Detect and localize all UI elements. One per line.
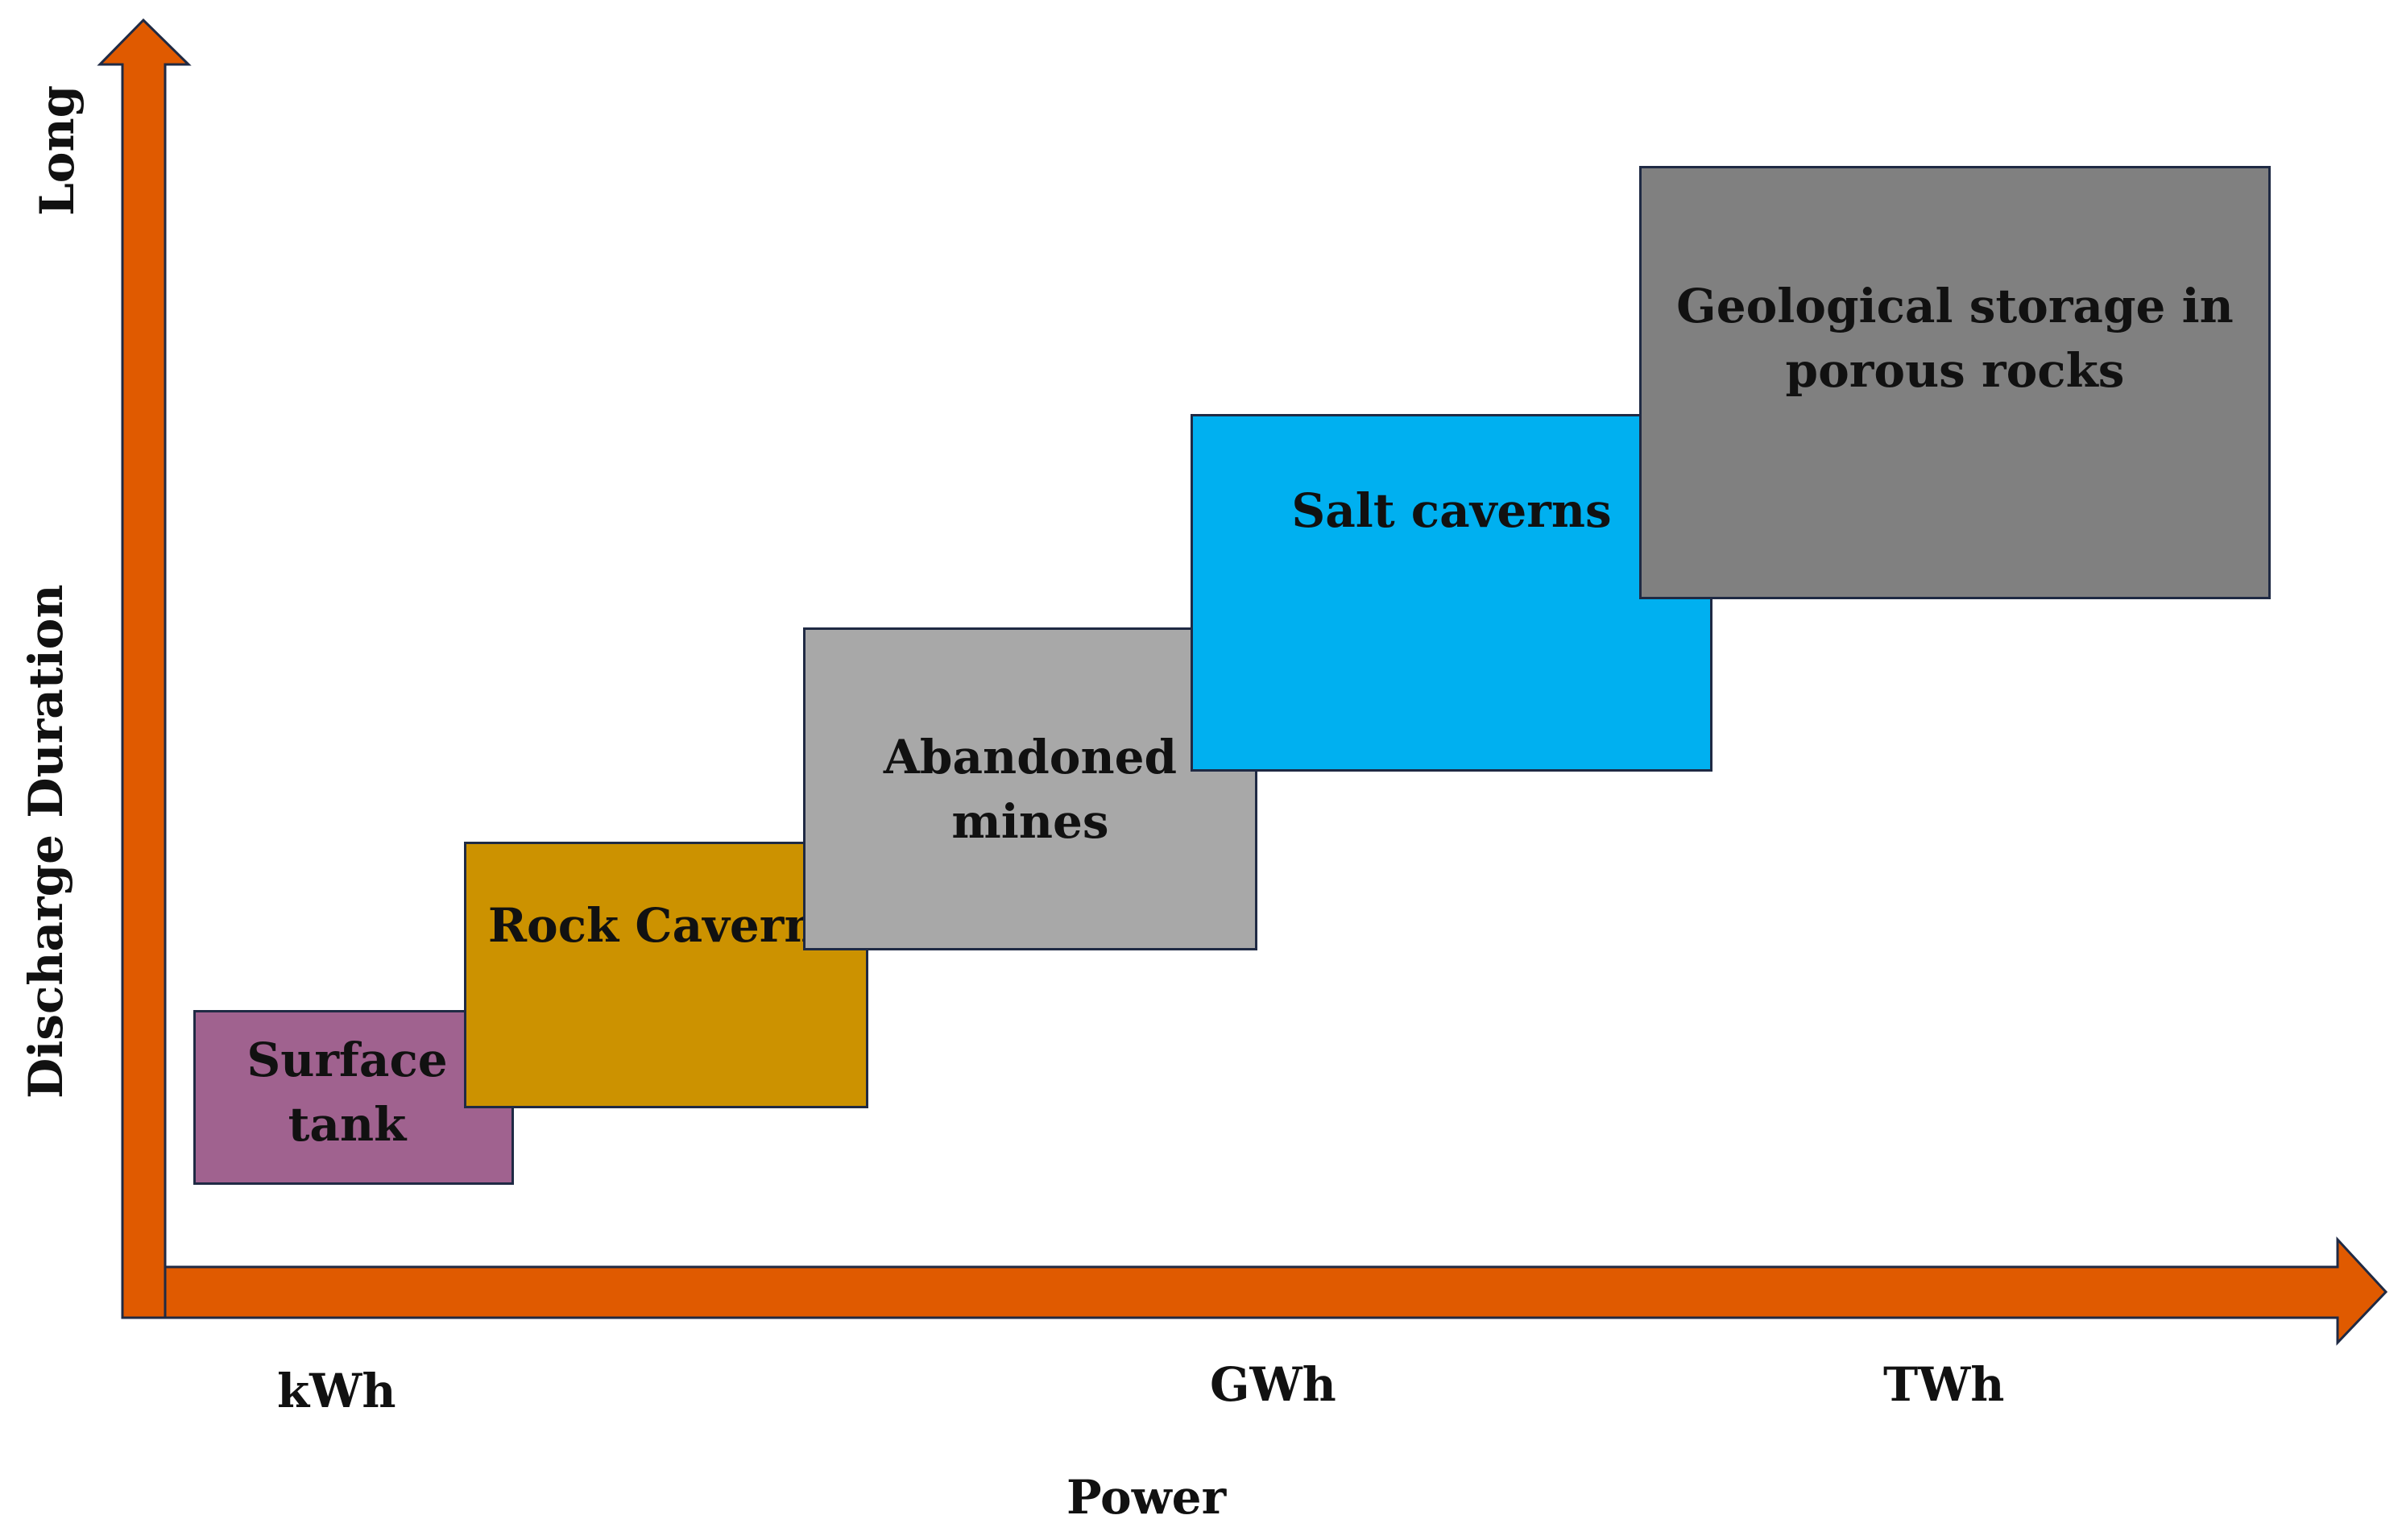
surface-tank-label: Surface tank	[246, 1032, 448, 1152]
x-axis-arrow	[164, 1236, 2388, 1346]
abandoned-mines-label: Abandoned mines	[883, 729, 1178, 849]
rock-caverns-label: Rock Caverns	[487, 897, 845, 953]
x-tick-twh: TWh	[1883, 1357, 2005, 1412]
rock-caverns-box: Rock Caverns	[464, 842, 868, 1108]
porous-rocks-box: Geological storage in porous rocks	[1639, 166, 2271, 599]
x-tick-kwh: kWh	[277, 1364, 396, 1418]
abandoned-mines-box: Abandoned mines	[803, 627, 1257, 950]
porous-rocks-label: Geological storage in porous rocks	[1676, 279, 2234, 398]
salt-caverns-label: Salt caverns	[1291, 482, 1612, 538]
y-axis-end-label: Long	[30, 85, 85, 216]
x-axis-title: Power	[1066, 1470, 1227, 1525]
y-axis-arrow	[97, 18, 192, 1319]
y-axis-title: Discharge Duration	[19, 584, 73, 1099]
surface-tank-box: Surface tank	[193, 1010, 514, 1185]
salt-caverns-box: Salt caverns	[1191, 414, 1712, 772]
x-tick-gwh: GWh	[1210, 1357, 1336, 1412]
